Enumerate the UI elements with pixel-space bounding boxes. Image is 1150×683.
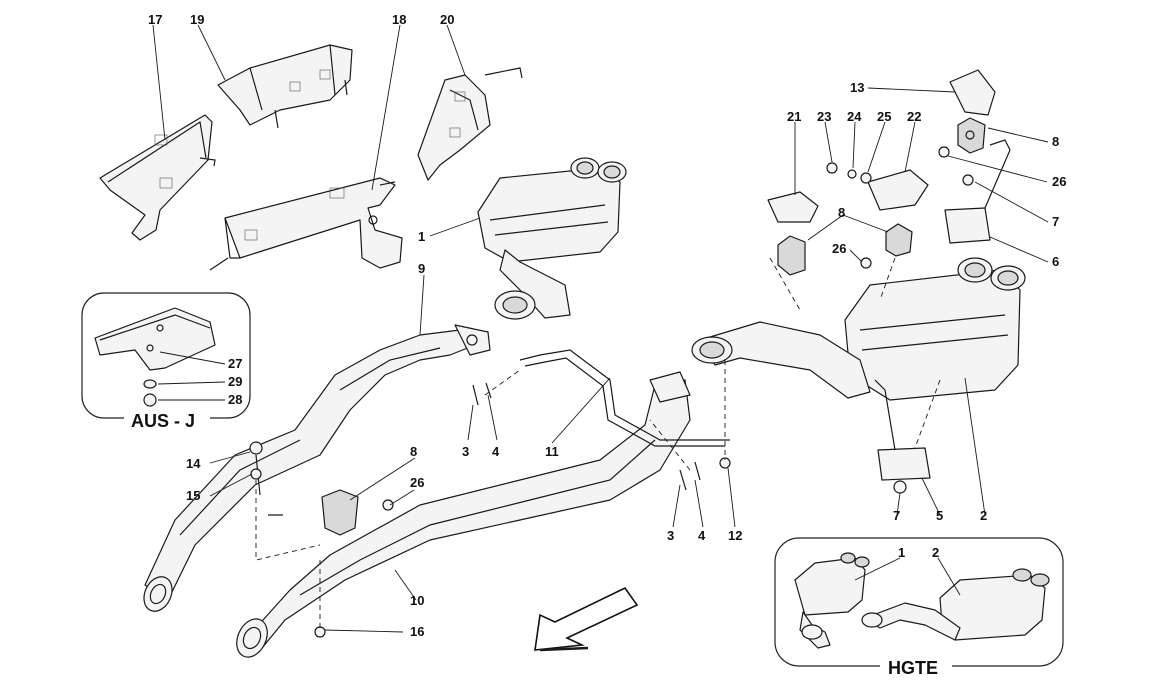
front-pipe-9	[143, 324, 491, 612]
leader-lines	[152, 24, 1049, 633]
front-pipe-10	[236, 371, 691, 658]
heat-shield-18	[209, 177, 403, 271]
callout-20: 20	[440, 12, 454, 27]
callout-9: 9	[418, 261, 425, 276]
callout-2: 2	[980, 508, 987, 523]
callout-8b: 8	[838, 205, 845, 220]
callout-26b: 26	[832, 241, 846, 256]
callout-7a: 7	[1052, 214, 1059, 229]
balance-bar-11	[519, 349, 730, 447]
callout-23: 23	[817, 109, 831, 124]
callout-15: 15	[186, 488, 200, 503]
callout-8c: 8	[1052, 134, 1059, 149]
heat-shield-17	[99, 114, 216, 241]
callout-labels: 17 19 18 20 1 9 3 4 11 3 4 12 8 26 10 16…	[148, 12, 1066, 639]
callout-10: 10	[410, 593, 424, 608]
callout-1: 1	[418, 229, 425, 244]
assembly-dashed-lines	[255, 257, 941, 630]
callout-13: 13	[850, 80, 864, 95]
callout-24: 24	[847, 109, 862, 124]
callout-22: 22	[907, 109, 921, 124]
inset-hgte-label: HGTE	[888, 658, 938, 678]
callout-12: 12	[728, 528, 742, 543]
callout-28: 28	[228, 392, 242, 407]
bracket-22	[867, 169, 929, 257]
callout-hgte-2: 2	[932, 545, 939, 560]
callout-26c: 26	[1052, 174, 1066, 189]
callout-14: 14	[186, 456, 201, 471]
callout-21: 21	[787, 109, 801, 124]
direction-arrow	[534, 586, 639, 652]
callout-3a: 3	[462, 444, 469, 459]
callout-17: 17	[148, 12, 162, 27]
callout-hgte-1: 1	[898, 545, 905, 560]
inset-aus-j-label: AUS - J	[131, 411, 195, 431]
callout-27: 27	[228, 356, 242, 371]
callout-29: 29	[228, 374, 242, 389]
heat-shield-19	[217, 44, 353, 129]
callout-6: 6	[1052, 254, 1059, 269]
bracket-13	[949, 69, 996, 154]
bracket-5	[874, 379, 931, 481]
callout-8a: 8	[410, 444, 417, 459]
callout-5: 5	[936, 508, 943, 523]
inset-aus-j: 27 29 28 AUS - J	[81, 292, 251, 431]
callout-19: 19	[190, 12, 204, 27]
heat-shield-20	[417, 67, 523, 181]
silencer-2	[691, 257, 1026, 401]
silencer-1	[477, 157, 627, 320]
callout-4b: 4	[698, 528, 706, 543]
callout-11: 11	[545, 444, 559, 459]
callout-4a: 4	[492, 444, 500, 459]
callout-3b: 3	[667, 528, 674, 543]
callout-18: 18	[392, 12, 406, 27]
callout-26a: 26	[410, 475, 424, 490]
bracket-21	[767, 191, 819, 276]
bracket-6	[944, 139, 1011, 244]
callout-16: 16	[410, 624, 424, 639]
callout-7b: 7	[893, 508, 900, 523]
inset-hgte: 1 2 HGTE	[774, 537, 1064, 678]
callout-25: 25	[877, 109, 891, 124]
